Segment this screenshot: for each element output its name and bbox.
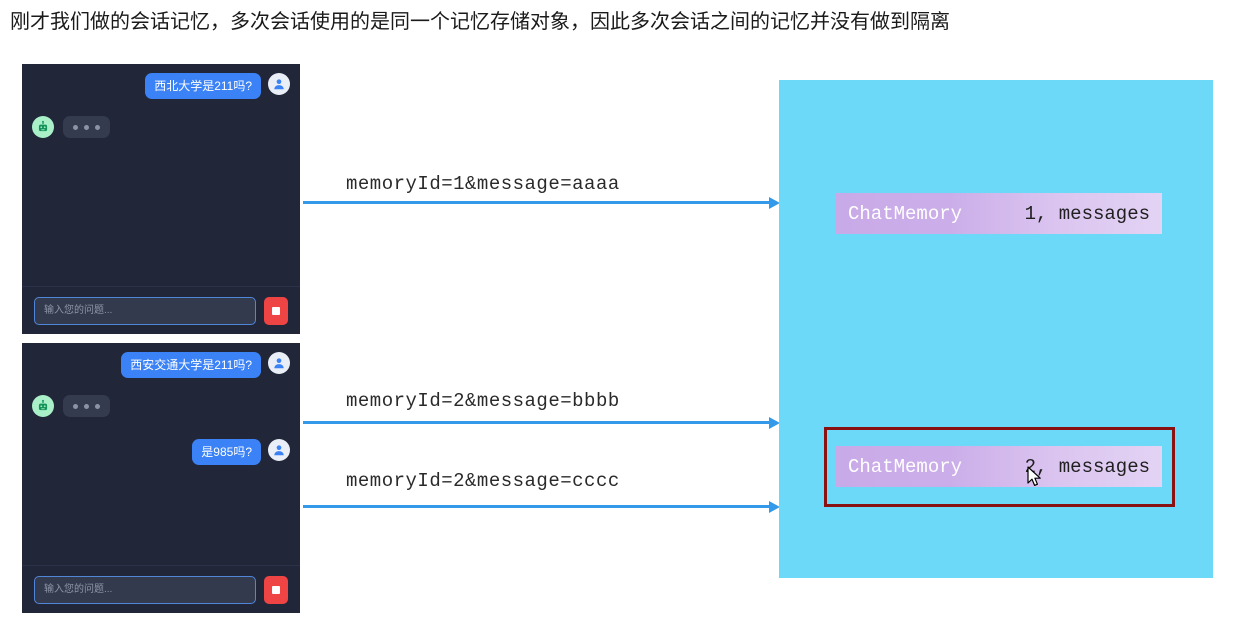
message-list: 西北大学是211吗? bbox=[22, 64, 300, 286]
chat-memory-name: ChatMemory bbox=[848, 202, 963, 225]
user-message-bubble: 西北大学是211吗? bbox=[145, 73, 261, 99]
arrow-head-icon bbox=[769, 417, 780, 429]
stop-generation-button[interactable] bbox=[264, 296, 288, 325]
stop-square-icon bbox=[272, 306, 280, 315]
bot-typing-indicator bbox=[63, 116, 110, 138]
chat-window-first-session: 西北大学是211吗? bbox=[22, 64, 300, 334]
chat-memory-value: 2, messages bbox=[1024, 455, 1150, 478]
bot-avatar-icon bbox=[32, 395, 54, 417]
bot-avatar-icon bbox=[32, 116, 54, 138]
typing-dot-icon bbox=[95, 403, 100, 409]
chat-memory-entry-2: ChatMemory 2, messages bbox=[836, 446, 1162, 487]
arrow-label-first-request: memoryId=1&message=aaaa bbox=[346, 173, 620, 195]
arrow-line bbox=[303, 505, 771, 508]
arrow-line bbox=[303, 201, 771, 204]
typing-dot-icon bbox=[73, 403, 78, 409]
arrow-label-second-request: memoryId=2&message=bbbb bbox=[346, 390, 620, 412]
memory-highlight-box bbox=[824, 427, 1175, 507]
memory-store-panel bbox=[779, 80, 1213, 578]
chat-memory-name: ChatMemory bbox=[848, 455, 963, 478]
message-row-user: 是985吗? bbox=[22, 439, 300, 465]
message-list: 西安交通大学是211吗? bbox=[22, 343, 300, 565]
user-avatar-icon bbox=[268, 73, 290, 95]
arrow-head-icon bbox=[769, 197, 780, 209]
typing-dot-icon bbox=[84, 403, 89, 409]
chat-input-bar bbox=[22, 286, 300, 334]
user-message-bubble: 西安交通大学是211吗? bbox=[121, 352, 261, 378]
user-message-bubble: 是985吗? bbox=[192, 439, 261, 465]
arrow-label-third-request: memoryId=2&message=cccc bbox=[346, 470, 620, 492]
user-avatar-icon bbox=[268, 352, 290, 374]
chat-input-field[interactable] bbox=[34, 575, 256, 604]
page-title: 刚才我们做的会话记忆，多次会话使用的是同一个记忆存储对象，因此多次会话之间的记忆… bbox=[10, 11, 950, 33]
arrow-head-icon bbox=[769, 501, 780, 513]
chat-memory-value: 1, messages bbox=[1024, 202, 1150, 225]
chat-input-bar bbox=[22, 565, 300, 613]
stop-square-icon bbox=[272, 585, 280, 594]
message-row-user: 西北大学是211吗? bbox=[22, 73, 300, 99]
arrow-line bbox=[303, 421, 771, 424]
typing-dot-icon bbox=[73, 124, 78, 130]
typing-dot-icon bbox=[84, 124, 89, 130]
chat-window-second-session: 西安交通大学是211吗? bbox=[22, 343, 300, 613]
chat-input-field[interactable] bbox=[34, 296, 256, 325]
stop-generation-button[interactable] bbox=[264, 575, 288, 604]
message-row-user: 西安交通大学是211吗? bbox=[22, 352, 300, 378]
message-row-bot bbox=[22, 116, 300, 138]
chat-memory-entry-1: ChatMemory 1, messages bbox=[836, 193, 1162, 234]
typing-dot-icon bbox=[95, 124, 100, 130]
bot-typing-indicator bbox=[63, 395, 110, 417]
message-row-bot bbox=[22, 395, 300, 417]
user-avatar-icon bbox=[268, 439, 290, 461]
